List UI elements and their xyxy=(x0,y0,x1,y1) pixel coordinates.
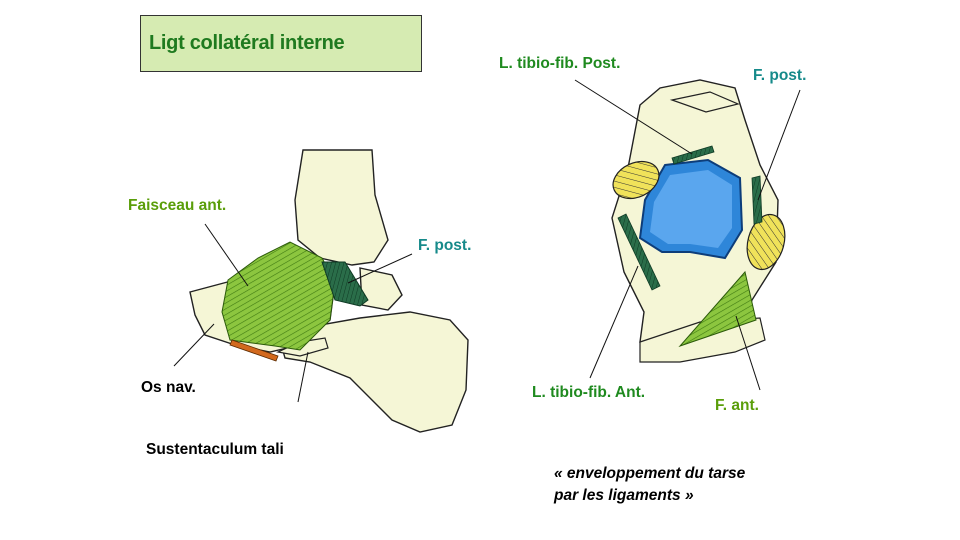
leader-f-ant xyxy=(735,315,761,391)
caption: « enveloppement du tarse par les ligamen… xyxy=(554,463,745,507)
label-sustentaculum: Sustentaculum tali xyxy=(146,441,284,458)
label-f-post-right: F. post. xyxy=(753,67,807,84)
right-malleolus xyxy=(746,213,786,271)
leader-os-nav xyxy=(173,323,215,367)
leader-sustentaculum xyxy=(297,351,309,403)
articular-cartilage-inner xyxy=(650,170,732,248)
left-ankle-figure xyxy=(173,149,469,433)
tibia-bone xyxy=(294,149,389,266)
right-ankle-figure xyxy=(574,79,801,391)
left-malleolus xyxy=(612,160,660,200)
title-box: Ligt collatéral interne xyxy=(140,15,422,72)
leader-tibio-fib-post xyxy=(574,79,693,155)
leader-f-post-left xyxy=(347,253,413,284)
leader-faisceau-ant xyxy=(204,223,249,287)
label-os-nav: Os nav. xyxy=(141,379,196,396)
label-f-ant: F. ant. xyxy=(715,397,759,414)
calcaneus-bone xyxy=(279,311,469,433)
label-tibio-fib-ant: L. tibio-fib. Ant. xyxy=(532,384,646,401)
label-faisceau-ant: Faisceau ant. xyxy=(128,197,227,214)
tibio-fib-ant-ligament xyxy=(617,213,661,291)
caption-line-2: par les ligaments » xyxy=(554,487,694,504)
label-tibio-fib-post: L. tibio-fib. Post. xyxy=(499,55,621,72)
top-notch xyxy=(669,91,740,113)
faisceau-ant-ligament xyxy=(221,241,336,351)
caption-line-1: « enveloppement du tarse xyxy=(554,465,746,482)
orange-ligament-strip xyxy=(229,339,279,362)
label-f-post-left: F. post. xyxy=(418,237,472,254)
f-ant-ligament xyxy=(678,270,757,348)
leader-tibio-fib-ant xyxy=(589,265,639,379)
f-post-ligament-left xyxy=(321,261,369,307)
tibio-fib-post-ligament xyxy=(671,145,715,165)
leader-f-post-right xyxy=(757,89,801,201)
slide-title: Ligt collatéral interne xyxy=(149,32,345,54)
f-post-ligament-right xyxy=(751,175,763,225)
